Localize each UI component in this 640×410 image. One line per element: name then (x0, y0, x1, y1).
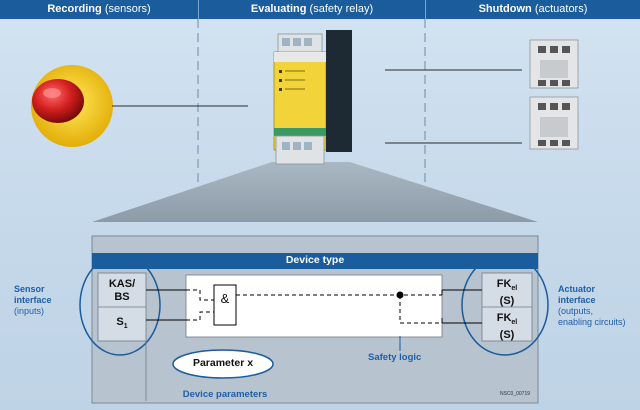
emergency-stop-icon (31, 65, 113, 147)
input-s1: S1 (116, 316, 128, 331)
header-bar: Recording (sensors) Evaluating (safety r… (0, 0, 640, 19)
and-gate-label: & (220, 291, 230, 306)
and-gate (213, 284, 237, 326)
input-kas-bs: KAS/BS (108, 278, 136, 303)
device-type-title: Device type (285, 254, 345, 266)
logic-junction (396, 291, 404, 299)
device-type-bar (92, 253, 538, 269)
header-divider (198, 0, 199, 19)
device-parameters-label: Device parameters (182, 389, 268, 400)
header-shutdown: Shutdown (actuators) (478, 3, 588, 15)
header-evaluating: Evaluating (safety relay) (250, 3, 374, 15)
parameter-ellipse (172, 349, 274, 379)
output-fk-2: FKel(S) (496, 312, 518, 342)
header-recording: Recording (sensors) (47, 3, 151, 15)
contactor-icon (529, 96, 579, 150)
safety-logic-label: Safety logic (368, 352, 422, 363)
actuator-interface-ellipse (461, 254, 549, 356)
contactor-icon (529, 39, 579, 89)
parameter-label: Parameter x (192, 357, 254, 369)
logic-wiring (146, 289, 482, 324)
reference-code: NSC0_00719 (500, 391, 531, 397)
output-fk-1: FKel(S) (496, 278, 518, 308)
sensor-interface-ellipse (79, 254, 161, 356)
header-divider (425, 0, 426, 19)
safety-relay-icon (273, 30, 352, 165)
zoom-funnel (92, 162, 538, 222)
